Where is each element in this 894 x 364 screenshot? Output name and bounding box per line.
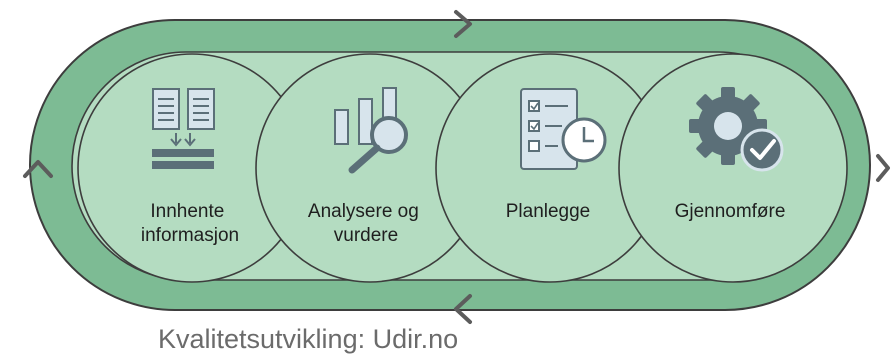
step-label-line: Gjennomføre <box>675 201 786 222</box>
step-label-gjennomfore: Gjennomføre <box>675 201 786 222</box>
chevron-left-icon <box>454 294 472 324</box>
step-label-line: vurdere <box>334 225 398 246</box>
source-caption: Kvalitetsutvikling: Udir.no <box>158 324 459 354</box>
step-label-line: Planlegge <box>506 201 591 222</box>
gear-check-icon <box>689 87 784 172</box>
step-label-line: Innhente <box>150 201 224 222</box>
step-label-planlegge: Planlegge <box>506 201 591 222</box>
step-circle-gjennomfore <box>618 53 848 283</box>
chevron-right-icon <box>454 10 472 38</box>
document-merge-icon <box>152 88 215 169</box>
step-label-analysere: Analysere og vurdere <box>308 201 424 246</box>
bar-chart-magnifier-icon <box>334 87 408 174</box>
checklist-clock-icon <box>520 88 607 170</box>
chevron-up-icon <box>23 160 53 178</box>
step-label-innhente: Innhente informasjon <box>141 201 239 246</box>
step-label-line: informasjon <box>141 225 239 246</box>
step-label-line: Analysere og <box>308 201 419 222</box>
chevron-right-icon <box>876 154 890 182</box>
